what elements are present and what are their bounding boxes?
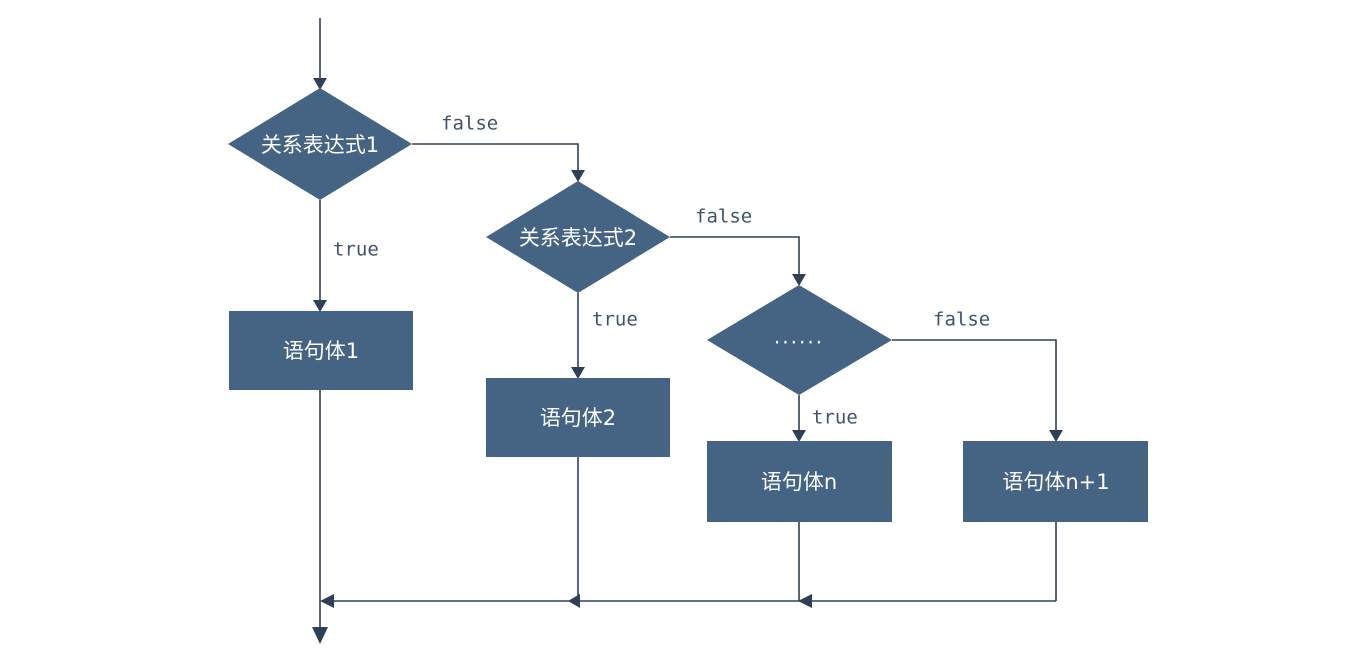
node-statement-n[interactable]: 语句体n	[707, 441, 892, 522]
edge-label-false-1: false	[441, 113, 498, 135]
arrowhead-cond3-true	[792, 430, 806, 442]
arrowhead-cond3-false	[1049, 430, 1063, 442]
edge-stmt2-to-merge	[568, 457, 580, 608]
edge-cond2-true-to-stmt2	[571, 293, 585, 379]
edge-line-cond3-false	[892, 339, 1057, 432]
edge-merge-to-exit	[312, 601, 328, 644]
statement-2-label: 语句体2	[540, 406, 616, 430]
condition-ellipsis-label: ······	[774, 331, 824, 355]
edge-label-true-3: true	[812, 407, 858, 429]
statement-n-label: 语句体n	[761, 470, 837, 494]
rect-shape-statement-n-plus-1[interactable]	[963, 441, 1148, 522]
edge-cond1-true-to-stmt1	[313, 200, 327, 312]
condition-1-label: 关系表达式1	[261, 133, 379, 157]
edge-label-false-3: false	[933, 309, 990, 331]
diamond-shape-condition-2[interactable]	[486, 181, 670, 293]
arrowhead-cond2-false	[792, 274, 806, 286]
rect-shape-statement-2[interactable]	[486, 378, 670, 457]
node-statement-n-plus-1[interactable]: 语句体n+1	[963, 441, 1148, 522]
arrowhead-cond2-true	[571, 367, 585, 379]
edge-merge-bus	[320, 594, 1056, 608]
node-statement-1[interactable]: 语句体1	[229, 311, 413, 390]
diamond-shape-condition-1[interactable]	[228, 88, 412, 200]
rect-shape-statement-n[interactable]	[707, 441, 892, 522]
statement-n-plus-1-label: 语句体n+1	[1002, 470, 1109, 494]
edge-cond3-true-to-stmtn	[792, 395, 806, 442]
edge-cond2-false-to-cond3	[670, 236, 806, 286]
node-condition-2[interactable]: 关系表达式2	[486, 181, 670, 293]
node-condition-ellipsis[interactable]: ······	[707, 285, 892, 395]
edge-line-cond2-false	[670, 236, 800, 276]
edge-label-true-1: true	[333, 239, 379, 261]
rect-shape-statement-1[interactable]	[229, 311, 413, 390]
edge-label-true-2: true	[592, 309, 638, 331]
edge-line-cond1-false	[412, 143, 579, 172]
statement-1-label: 语句体1	[283, 339, 359, 363]
edge-cond1-false-to-cond2	[412, 143, 585, 182]
arrowhead-merge-left	[320, 594, 334, 608]
arrowhead-cond1-false	[571, 170, 585, 182]
node-condition-1[interactable]: 关系表达式1	[228, 88, 412, 200]
diamond-shape-condition-ellipsis[interactable]	[707, 285, 892, 395]
arrowhead-exit	[312, 627, 328, 644]
node-statement-2[interactable]: 语句体2	[486, 378, 670, 457]
condition-2-label: 关系表达式2	[519, 226, 637, 250]
arrowhead-merge-stmtn	[798, 594, 812, 608]
edge-entry-to-cond1	[313, 18, 327, 90]
arrowhead-cond1-true	[313, 300, 327, 312]
edge-label-false-2: false	[695, 206, 752, 228]
edge-cond3-false-to-stmtn1	[892, 339, 1063, 442]
arrowhead-entry	[313, 78, 327, 90]
